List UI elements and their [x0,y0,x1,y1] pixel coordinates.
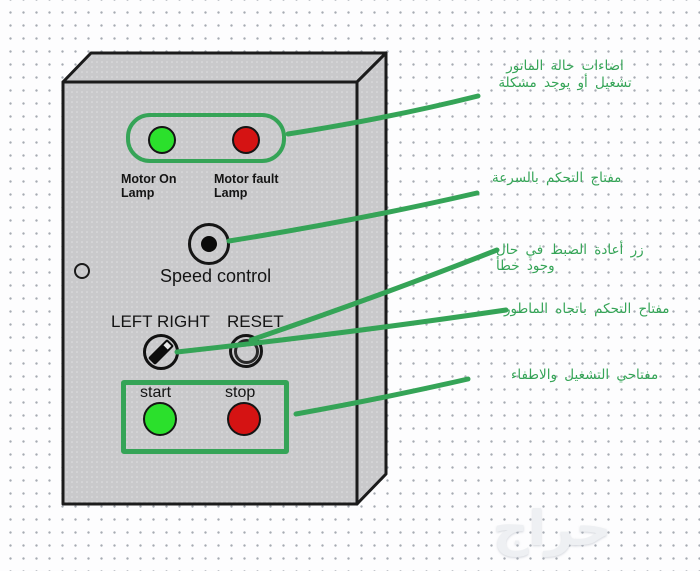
rotary-lever-notch [163,341,172,350]
annotation-lamps: اضاءات حالة الماتور تشغيل أو يوجد مشكلة [498,58,632,91]
motor-fault-lamp-label: Motor fault Lamp [214,172,279,200]
direction-switch-label: LEFT RIGHT [111,312,210,331]
stop-button[interactable] [227,402,261,436]
annotation-speed: مفتاح التحكم بالسرعة [492,170,622,186]
lamps-highlight-box [126,113,286,163]
startstop-highlight-box [121,380,289,454]
direction-rotary-switch[interactable] [143,334,179,370]
reset-button-ring [233,338,259,364]
panel-hole [74,263,90,279]
annotation-direction: مفتاح التحكم باتجاه الماطور [504,301,670,317]
speed-control-label: Speed control [160,266,272,286]
annotation-reset: زر أعادة الضبط في حال وجود خطأ [496,242,644,274]
panel-right-face [355,51,388,506]
annotation-startstop: مفتاحي التشغيل والاطفاء [511,367,659,383]
reset-button[interactable] [229,334,263,368]
watermark-haraj-logo: حراج [493,500,611,557]
panel-top-face [61,51,388,84]
speed-control-knob[interactable] [188,223,230,265]
start-label: start [140,384,172,401]
start-button[interactable] [143,402,177,436]
stop-label: stop [225,384,256,401]
motor-fault-lamp [232,126,260,154]
motor-on-lamp-label: Motor On Lamp [121,172,177,200]
rotary-lever [147,338,175,366]
knob-center-dot [201,236,217,252]
reset-label: RESET [227,312,284,331]
